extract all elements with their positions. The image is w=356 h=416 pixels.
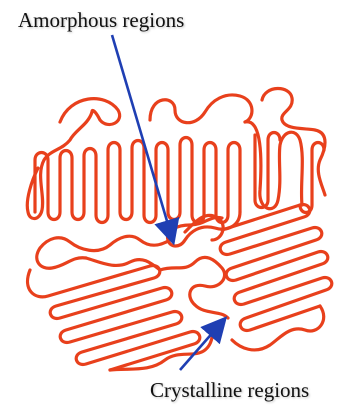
crystalline-regions-label: Crystalline regions — [150, 380, 309, 401]
polymer-chain-segment — [86, 258, 160, 270]
polymer-chain-segment — [232, 306, 324, 350]
polymer-chain-segment — [150, 95, 252, 123]
polymer-chain — [27, 88, 332, 370]
polymer-chain-segment — [110, 322, 220, 370]
polymer-chain-segment — [35, 138, 240, 223]
polymer-chain-segment — [60, 99, 120, 125]
amorphous-regions-label: Amorphous regions — [18, 10, 184, 31]
